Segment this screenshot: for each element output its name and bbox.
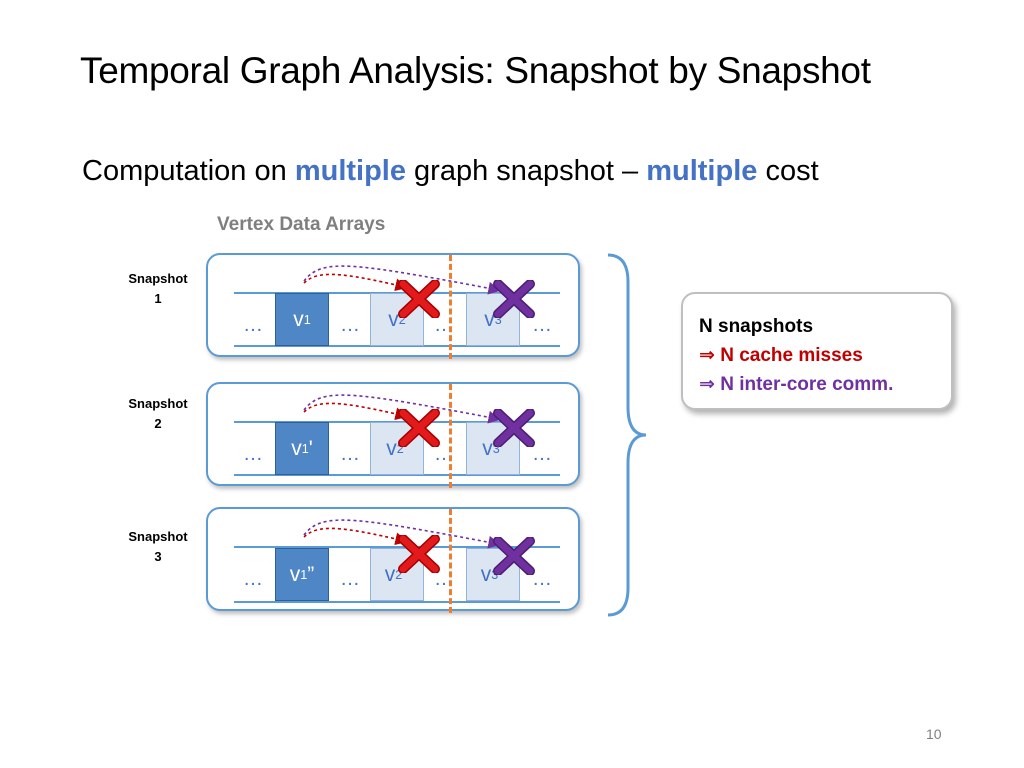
snapshot-label: Snapshot 2 bbox=[128, 396, 188, 431]
core-boundary-line bbox=[449, 255, 452, 359]
slide-title: Temporal Graph Analysis: Snapshot by Sna… bbox=[80, 50, 871, 91]
cache-miss-cross-icon bbox=[398, 280, 440, 318]
summary-callout: N snapshots ⇒ N cache misses ⇒ N inter-c… bbox=[681, 292, 953, 410]
core-boundary-line bbox=[449, 384, 452, 488]
ellipsis: … bbox=[532, 568, 552, 590]
ellipsis: … bbox=[243, 443, 263, 465]
core-boundary-line bbox=[449, 509, 452, 613]
ellipsis: … bbox=[243, 568, 263, 590]
snapshot-label: Snapshot 3 bbox=[128, 529, 188, 564]
note-line-inter-core: ⇒ N inter-core comm. bbox=[699, 374, 894, 395]
inter-core-cross-icon bbox=[493, 409, 535, 447]
ellipsis: … bbox=[532, 443, 552, 465]
snapshot-label: Snapshot 1 bbox=[128, 271, 188, 306]
array-top-line bbox=[234, 546, 560, 548]
implies-icon: ⇒ bbox=[699, 345, 715, 366]
cache-miss-cross-icon bbox=[398, 409, 440, 447]
right-curly-brace bbox=[607, 253, 647, 617]
note-line-snapshots: N snapshots bbox=[699, 316, 814, 337]
subtitle-highlight: multiple bbox=[646, 155, 758, 187]
note-line-cache-misses: ⇒ N cache misses bbox=[699, 345, 863, 366]
array-bottom-line bbox=[234, 345, 560, 347]
subtitle-part: graph snapshot – bbox=[405, 155, 647, 187]
implies-icon: ⇒ bbox=[699, 374, 715, 395]
ellipsis: … bbox=[243, 314, 263, 336]
ellipsis: … bbox=[340, 314, 360, 336]
cache-miss-cross-icon bbox=[398, 535, 440, 573]
slide-subtitle: Computation on multiple graph snapshot –… bbox=[82, 155, 819, 188]
array-bottom-line bbox=[234, 601, 560, 603]
vertex-array-caption: Vertex Data Arrays bbox=[217, 214, 386, 235]
subtitle-highlight: multiple bbox=[294, 155, 406, 187]
subtitle-part: cost bbox=[757, 155, 819, 187]
ellipsis: … bbox=[532, 314, 552, 336]
subtitle-part: Computation on bbox=[82, 155, 295, 187]
ellipsis: … bbox=[340, 443, 360, 465]
array-bottom-line bbox=[234, 474, 560, 476]
inter-core-cross-icon bbox=[493, 537, 535, 575]
ellipsis: … bbox=[340, 568, 360, 590]
page-number: 10 bbox=[926, 726, 942, 742]
inter-core-cross-icon bbox=[493, 280, 535, 318]
